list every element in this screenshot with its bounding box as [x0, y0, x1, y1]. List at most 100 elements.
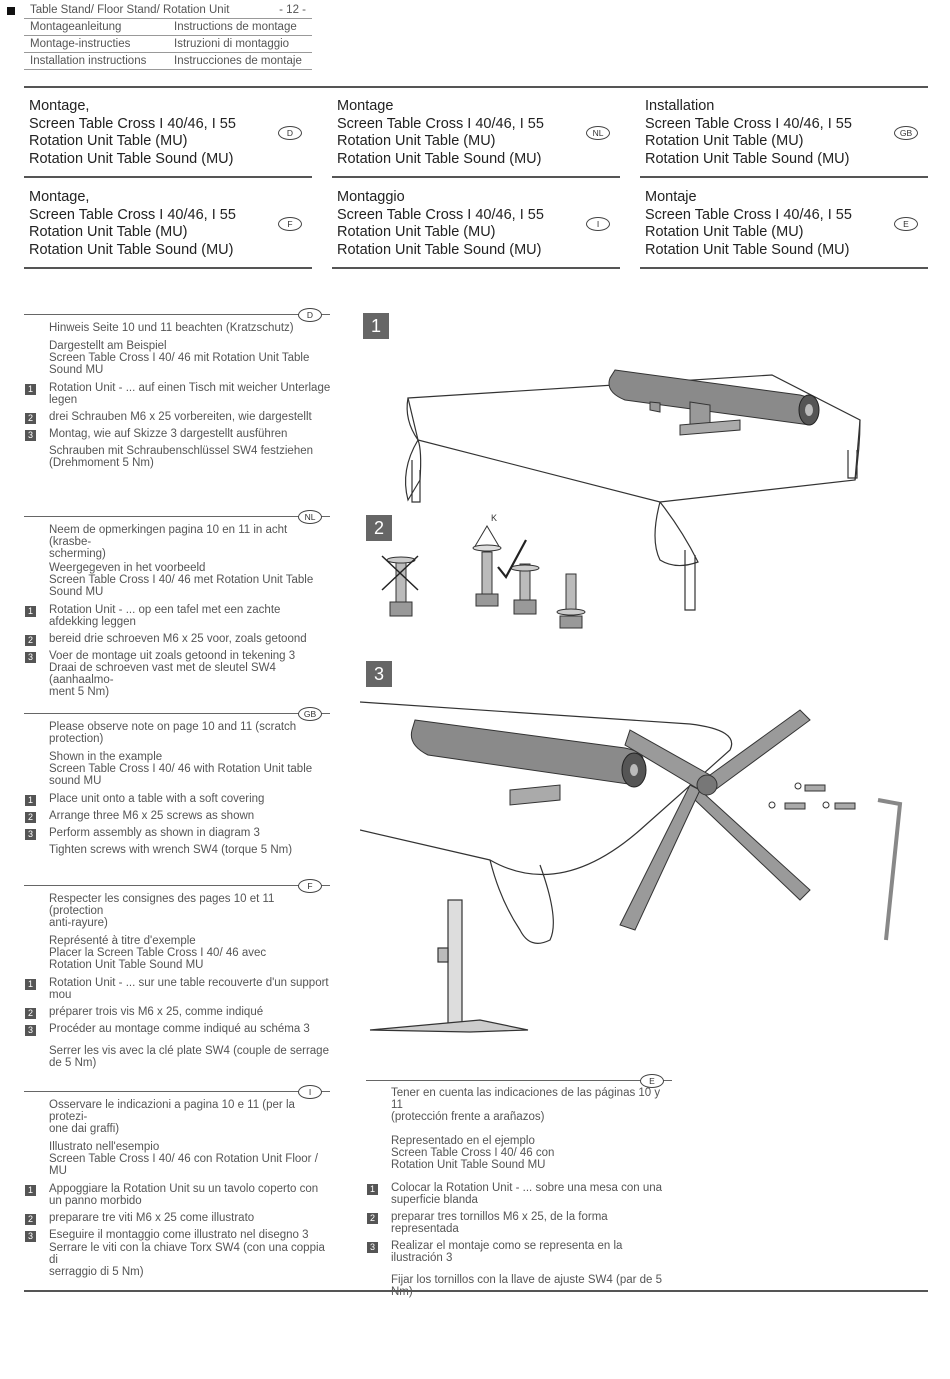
final-text: Fijar los tornillos con la llave de ajus…: [391, 1274, 663, 1298]
step-item: 2 Arrange three M6 x 25 screws as shown: [25, 810, 331, 823]
header-lang-row: Montage-instructies Istruzioni di montag…: [24, 36, 312, 53]
header-lang-cell: Instructions de montage: [174, 21, 297, 33]
header-lang-cell: Montage-instructies: [30, 38, 131, 50]
header-lang-cell: Montageanleitung: [30, 21, 122, 33]
title-line: Montaje: [645, 189, 697, 205]
final-text: Serrare le viti con la chiave Torx SW4 (…: [49, 1242, 325, 1278]
language-badge: GB: [298, 707, 322, 721]
step-number: 2: [25, 1214, 36, 1225]
figure-3-assembly-illustration: [360, 701, 903, 1033]
figure-2-screws-illustration: K: [381, 513, 586, 629]
step-number: 1: [25, 795, 36, 806]
title-block-d: Montage, Screen Table Cross I 40/46, I 5…: [24, 98, 312, 178]
language-badge: E: [640, 1074, 664, 1088]
step-text: Rotation Unit - ... auf einen Tisch mit …: [49, 382, 331, 406]
example-text: Representado en el ejemplo Screen Table …: [391, 1135, 555, 1171]
final-text: Draai de schroeven vast met de sleutel S…: [49, 662, 276, 698]
section-body: Neem de opmerkingen pagina 10 en 11 in a…: [25, 524, 331, 704]
title-line: Rotation Unit Table (MU): [645, 224, 804, 240]
title-line: Montage,: [29, 189, 90, 205]
language-badge: NL: [298, 510, 322, 524]
step-number: 3: [367, 1242, 378, 1253]
language-badge: E: [894, 217, 918, 231]
step-number: 2: [25, 1008, 36, 1019]
step-item: 1 Rotation Unit - ... auf einen Tisch mit…: [25, 382, 331, 406]
example-text: Dargestellt am Beispiel Screen Table Cro…: [49, 340, 310, 376]
step-number: 1: [25, 979, 36, 990]
step-number: 3: [25, 829, 36, 840]
figure-1-table-illustration: [404, 369, 861, 611]
header-lang-row: Installation instructions Instrucciones …: [24, 53, 312, 70]
title-line: Screen Table Cross I 40/46, I 55: [337, 206, 544, 223]
header-lang-row: Montageanleitung Instructions de montage: [24, 19, 312, 36]
step-number: 1: [367, 1184, 378, 1195]
step-text: Voer de montage uit zoals getoond in tek…: [49, 650, 296, 662]
section-divider: [24, 713, 330, 714]
example-text: Illustrato nell'esempio Screen Table Cro…: [49, 1141, 318, 1177]
section-body: Osservare le indicazioni a pagina 10 e 1…: [25, 1099, 331, 1284]
header-lang-cell: Installation instructions: [30, 55, 147, 67]
step-text: preparare tre viti M6 x 25 come illustra…: [49, 1212, 255, 1224]
title-line: Rotation Unit Table (MU): [29, 224, 188, 240]
header-lang-cell: Istruzioni di montaggio: [174, 38, 290, 50]
title-line: Installation: [645, 98, 715, 114]
title-line: Rotation Unit Table Sound (MU): [645, 150, 850, 167]
step-number: 3: [25, 652, 36, 663]
footer-divider: [24, 1290, 928, 1292]
step-text: Realizar el montaje como se representa e…: [391, 1240, 623, 1264]
language-badge: F: [278, 217, 302, 231]
header-lang-cell: Instrucciones de montaje: [174, 55, 302, 67]
step-number: 2: [25, 413, 36, 424]
example-text: Représenté à titre d'exemple Placer la S…: [49, 935, 267, 971]
final-text: Schrauben mit Schraubenschlüssel SW4 fes…: [49, 445, 314, 469]
note-text: Osservare le indicazioni a pagina 10 e 1…: [49, 1099, 295, 1135]
step-number: 2: [25, 812, 36, 823]
section-divider: [24, 885, 330, 886]
language-badge: I: [298, 1085, 322, 1099]
step-text: bereid drie schroeven M6 x 25 voor, zoal…: [49, 633, 307, 645]
step-text: Perform assembly as shown in diagram 3: [49, 827, 260, 839]
step-number: 2: [25, 635, 36, 646]
title-line: Montaggio: [337, 189, 405, 205]
title-block-e: Montaje Screen Table Cross I 40/46, I 55…: [640, 189, 928, 269]
step-text: Rotation Unit - ... op een tafel met een…: [49, 604, 281, 628]
title-line: Rotation Unit Table Sound (MU): [29, 150, 234, 167]
note-text: Hinweis Seite 10 und 11 beachten (Kratzs…: [49, 322, 294, 334]
figure-3-label: 3: [366, 661, 392, 687]
title-line: Rotation Unit Table (MU): [337, 133, 496, 149]
step-number: 3: [25, 430, 36, 441]
step-text: Place unit onto a table with a soft cove…: [49, 793, 265, 805]
title-line: Rotation Unit Table (MU): [29, 133, 188, 149]
language-badge: F: [298, 879, 322, 893]
language-badge: D: [278, 126, 302, 140]
step-number: 3: [25, 1231, 36, 1242]
step-number: 1: [25, 1185, 36, 1196]
section-divider: [24, 314, 330, 315]
title-block-nl: Montage Screen Table Cross I 40/46, I 55…: [332, 98, 620, 178]
step-text: preparar tres tornillos M6 x 25, de la f…: [391, 1211, 608, 1235]
instructions-fr: F Respecter les consignes des pages 10 e…: [24, 871, 330, 1069]
note-text: Neem de opmerkingen pagina 10 en 11 in a…: [49, 524, 288, 560]
title-line: Screen Table Cross I 40/46, I 55: [645, 115, 852, 132]
step-text: préparer trois vis M6 x 25, comme indiqu…: [49, 1006, 264, 1018]
page-number: - 12 -: [279, 4, 306, 16]
section-body: Please observe note on page 10 and 11 (s…: [25, 721, 331, 862]
title-block-gb: Installation Screen Table Cross I 40/46,…: [640, 98, 928, 178]
note-text: Please observe note on page 10 and 11 (s…: [49, 721, 297, 745]
step-text: Arrange three M6 x 25 screws as shown: [49, 810, 255, 822]
title-line: Rotation Unit Table Sound (MU): [337, 150, 542, 167]
step-number: 1: [25, 384, 36, 395]
title-line: Screen Table Cross I 40/46, I 55: [29, 115, 236, 132]
language-badge: D: [298, 308, 322, 322]
step-item: 2 drei Schrauben M6 x 25 vorbereiten, wie…: [25, 411, 331, 424]
step-text: drei Schrauben M6 x 25 vorbereiten, wie …: [49, 411, 312, 423]
header-divider: [24, 86, 928, 88]
language-badge: NL: [586, 126, 610, 140]
step-item: 3 Realizar el montaje como se representa …: [367, 1240, 673, 1264]
title-line: Montage: [337, 98, 394, 114]
title-line: Rotation Unit Table (MU): [645, 133, 804, 149]
header-title-row: Table Stand/ Floor Stand/ Rotation Unit …: [24, 2, 312, 19]
